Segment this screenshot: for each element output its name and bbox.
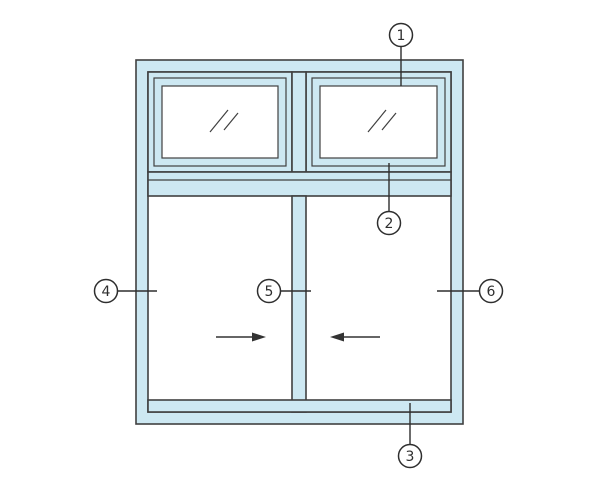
callout-3-label: 3 (406, 449, 415, 465)
callout-6-circle (478, 278, 504, 304)
callout-4-label: 4 (102, 284, 111, 300)
hatch-line (381, 112, 397, 131)
slide-right-arrow-icon (216, 332, 266, 342)
callout-2-circle (376, 210, 402, 236)
bottom-center-mullion (291, 195, 307, 413)
callout-1-label: 1 (397, 28, 406, 44)
transom-bar (147, 171, 452, 197)
top-left-sash-outline (153, 77, 287, 167)
callout-1: 1 (388, 22, 414, 86)
top-right-glass (319, 85, 438, 159)
callout-2: 2 (376, 163, 402, 236)
top-center-mullion (291, 71, 307, 173)
callout-3: 3 (397, 403, 423, 469)
callout-3-circle (397, 443, 423, 469)
hatch-line (367, 109, 387, 133)
callout-6-label: 6 (487, 284, 496, 300)
callout-5-circle (256, 278, 282, 304)
top-fixed-section (147, 71, 452, 173)
callout-1-circle (388, 22, 414, 48)
callouts: 1 2 3 4 5 (93, 22, 504, 469)
callout-5: 5 (256, 278, 311, 304)
callout-5-label: 5 (265, 284, 274, 300)
glass-hatch-icon-right (367, 109, 397, 133)
arrow-head (330, 332, 344, 342)
slide-left-arrow-icon (330, 332, 380, 342)
callout-4-circle (93, 278, 119, 304)
bottom-rail (147, 399, 452, 413)
top-right-sash-outline (311, 77, 446, 167)
hatch-line (209, 109, 229, 133)
callout-2-label: 2 (385, 216, 394, 232)
top-left-glass (161, 85, 279, 159)
glass-hatch-icon-left (209, 109, 239, 133)
hatch-line (223, 112, 239, 131)
callout-6: 6 (437, 278, 504, 304)
sliding-section (147, 195, 452, 413)
transom (147, 171, 452, 197)
callout-4: 4 (93, 278, 157, 304)
arrow-head (252, 332, 266, 342)
